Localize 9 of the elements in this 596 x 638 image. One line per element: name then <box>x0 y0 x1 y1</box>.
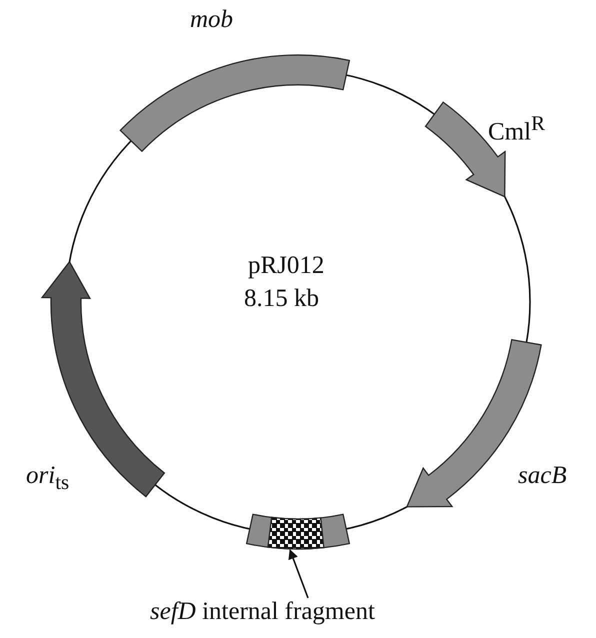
gene-label: mob <box>190 6 234 34</box>
plasmid-size: 8.15 kb <box>244 285 319 312</box>
gene-label: Cml$^{R}$ <box>488 112 545 146</box>
gene-label: ori$_{ts}$ <box>26 462 70 494</box>
plasmid-name: pRJ012 <box>248 252 324 280</box>
gene-label: sacB <box>518 462 567 490</box>
leader-arrow <box>288 549 309 598</box>
callout-text: sefD internal fragment <box>150 598 375 626</box>
gene-fragment <box>246 514 350 550</box>
